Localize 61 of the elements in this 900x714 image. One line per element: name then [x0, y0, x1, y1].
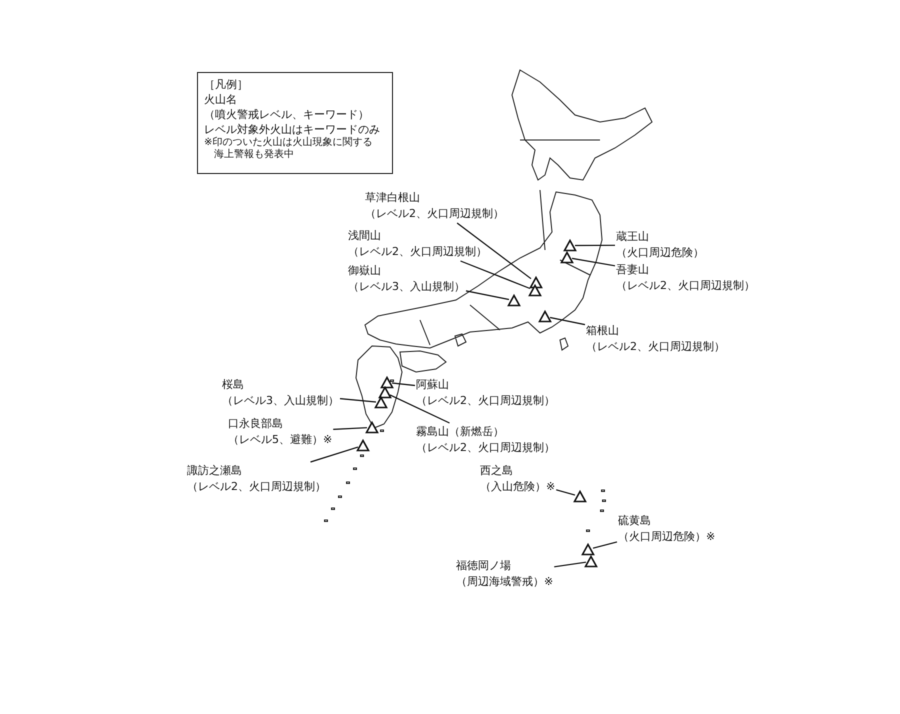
volcano-marker: [380, 376, 394, 389]
leader-line: [592, 541, 618, 549]
leader-line: [392, 382, 416, 386]
volcano-name: 浅間山: [348, 228, 382, 244]
alert-level-text: （火口周辺危険）※: [618, 529, 716, 545]
alert-level-text: （レベル3、入山規制）: [222, 393, 339, 409]
alert-level-text: （レベル5、避難）※: [228, 432, 332, 448]
legend-text: ※印のついた火山は火山現象に関する海上警報も発表中: [204, 137, 374, 161]
volcano-name: 霧島山（新燃岳）: [416, 424, 505, 440]
volcano-name: 西之島: [480, 463, 514, 479]
alert-level-text: （レベル2、火口周辺規制）: [416, 393, 555, 409]
leader-line: [466, 290, 510, 300]
legend-text: レベル対象外火山はキーワードのみ: [204, 122, 381, 136]
alert-level-text: （レベル2、火口周辺規制）: [365, 206, 504, 222]
alert-level-text: （レベル3、入山規制）: [348, 279, 465, 295]
volcano-name: 草津白根山: [365, 190, 421, 206]
volcano-marker: [365, 421, 379, 434]
leader-line: [340, 398, 376, 403]
legend-text: （噴火警戒レベル、キーワード）: [204, 107, 370, 122]
leader-line: [556, 489, 576, 496]
leader-line: [572, 258, 616, 266]
leader-line: [554, 562, 586, 568]
volcano-name: 桜島: [222, 377, 245, 393]
legend-text: 火山名: [204, 92, 238, 107]
alert-level-text: （火口周辺危険）: [616, 245, 704, 261]
volcano-name: 蔵王山: [616, 229, 650, 245]
leader-line: [575, 244, 615, 246]
volcano-name: 福徳岡ノ場: [456, 558, 512, 574]
volcano-marker: [584, 555, 598, 568]
volcano-name: 阿蘇山: [416, 377, 450, 393]
leader-line: [456, 222, 532, 280]
volcano-marker: [374, 396, 388, 409]
alert-level-text: （レベル2、火口周辺規制）: [616, 278, 755, 294]
alert-level-text: （レベル2、火口周辺規制）: [348, 244, 487, 260]
volcano-name: 口永良部島: [228, 416, 284, 432]
volcano-marker: [378, 386, 392, 399]
volcano-marker: [507, 294, 521, 307]
volcano-marker: [356, 439, 370, 452]
volcano-marker: [573, 490, 587, 503]
volcano-marker: [528, 284, 542, 297]
leader-line: [333, 427, 368, 430]
leader-line: [390, 394, 450, 424]
volcano-marker: [538, 310, 552, 323]
volcano-name: 硫黄島: [618, 513, 652, 529]
volcano-marker: [563, 239, 577, 252]
volcano-marker: [581, 543, 595, 556]
volcano-name: 御嶽山: [348, 263, 382, 279]
volcano-name: 吾妻山: [616, 262, 650, 278]
volcano-marker: [529, 276, 543, 289]
alert-level-text: （入山危険）※: [480, 479, 556, 495]
volcano-name: 諏訪之瀬島: [187, 463, 243, 479]
volcano-name: 箱根山: [586, 323, 620, 339]
alert-level-text: （周辺海域警戒）※: [456, 574, 554, 590]
volcano-marker: [560, 251, 574, 264]
leader-line: [550, 316, 586, 326]
alert-level-text: （レベル2、火口周辺規制）: [586, 339, 725, 355]
alert-level-text: （レベル2、火口周辺規制）: [187, 479, 326, 495]
alert-level-text: （レベル2、火口周辺規制）: [416, 440, 555, 456]
legend-title: ［凡例］: [204, 77, 249, 92]
leader-line: [310, 446, 358, 463]
leader-line: [460, 260, 530, 290]
